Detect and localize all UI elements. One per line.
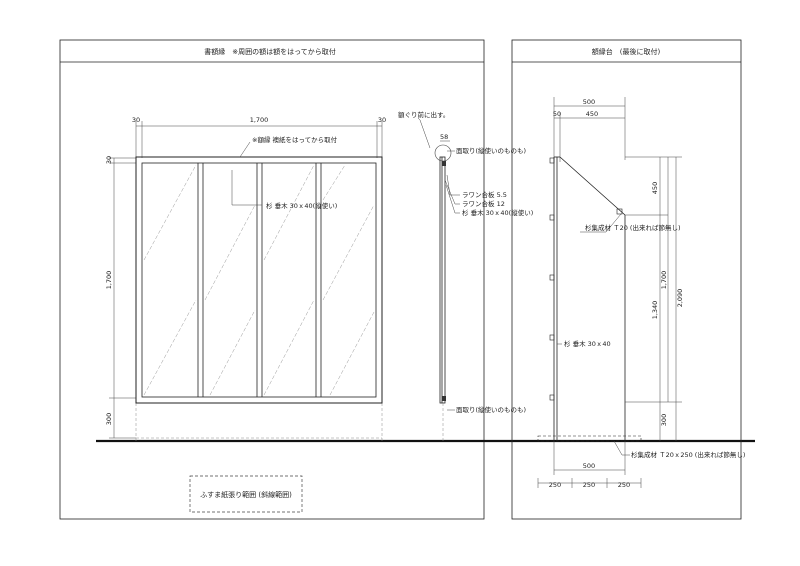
note-side-top: 額ぐり前に出す。 [398, 110, 449, 119]
dim-top-right: 30 [378, 116, 386, 124]
base-plank [537, 435, 642, 442]
dim-bottom-250c: 250 [618, 481, 630, 489]
dim-bottom-250a: 250 [549, 481, 561, 489]
frame-elevation [135, 156, 383, 404]
dim-top-450: 450 [586, 110, 598, 118]
hatch-line [209, 309, 256, 396]
note-ply2: ラワン合板 12 [462, 199, 505, 208]
note-mullion: 杉 垂木 30ｘ40(縦使い) [266, 201, 337, 210]
cleat [549, 334, 555, 341]
stand-elevation [537, 156, 642, 442]
dim-top-500: 500 [583, 98, 595, 106]
frame-outer [135, 156, 383, 404]
note-stand-stud: 杉 垂木 30ｘ40 [564, 339, 611, 348]
hatch-line [263, 164, 315, 261]
hatch-line [263, 299, 315, 396]
side-block-bottom [442, 396, 446, 401]
side-board [439, 156, 446, 404]
dim-r-2090: 2,090 [676, 289, 684, 308]
leader-ply1 [446, 174, 460, 196]
dim-top-left: 30 [132, 116, 140, 124]
cleat [549, 394, 555, 401]
hatch-line [143, 164, 197, 261]
leader-stud [445, 184, 460, 214]
dim-left-bottom: 300 [105, 413, 113, 425]
dim-side-58: 58 [440, 133, 448, 141]
stand-slope [559, 156, 626, 216]
hatch-line [322, 164, 346, 201]
leader-frame-note [239, 141, 251, 158]
note-chamfer-top: 面取り(縦使いのものも) [456, 146, 526, 155]
cleat [549, 214, 555, 221]
left-panel-title: 書額縁 ※周囲の額は額をはってから取付 [204, 47, 336, 56]
hatch-line [329, 311, 375, 396]
leader-side-top [417, 117, 431, 149]
hatch-line [322, 204, 375, 301]
dim-left-top: 30 [105, 156, 113, 164]
dim-r-450: 450 [651, 182, 659, 194]
dim-top-mid: 1,700 [250, 116, 269, 124]
legend-box [189, 475, 303, 513]
note-base-plank: 杉集成材 Ｔ20ｘ250 (出来れば節無し) [631, 450, 745, 459]
side-block-top [442, 161, 446, 166]
dim-r-1340: 1,340 [651, 301, 659, 320]
dim-top-50: 50 [553, 110, 561, 118]
legend-label: ふすま紙張り範囲 (斜線範囲) [200, 490, 292, 499]
frame-side-section [434, 144, 452, 441]
cleat [549, 274, 555, 281]
stand-block [616, 208, 623, 215]
hatch-line [204, 204, 256, 301]
dim-bottom-250b: 250 [583, 481, 595, 489]
dim-r-300: 300 [660, 414, 668, 426]
note-stud: 杉 垂木 30ｘ40(縦使い) [462, 208, 533, 217]
note-frame: ※額縁 襖紙をはってから取付 [252, 135, 338, 144]
right-panel-border [511, 39, 742, 520]
note-chamfer-bottom: 面取り(縦使いのものも) [456, 405, 526, 414]
dim-r-1700: 1,700 [660, 271, 668, 290]
detail-circle [434, 144, 452, 162]
hatch-line [143, 299, 197, 396]
frame-inner [141, 162, 377, 398]
note-top-plank: 杉集成材 Ｔ20 (出来れば節無し) [585, 223, 680, 232]
cleat [549, 157, 555, 164]
dim-left-mid: 1,700 [105, 271, 113, 290]
leader-top-plank [580, 213, 622, 233]
note-ply1: ラワン合板 5.5 [462, 190, 507, 199]
right-panel-title: 額縁台 (最後に取付) [592, 47, 661, 56]
leader-ply2 [444, 179, 460, 205]
leader-mullion-note [231, 170, 262, 206]
dim-bottom-500: 500 [583, 462, 595, 470]
leader-base-plank [613, 440, 630, 456]
left-panel-border [59, 39, 485, 520]
